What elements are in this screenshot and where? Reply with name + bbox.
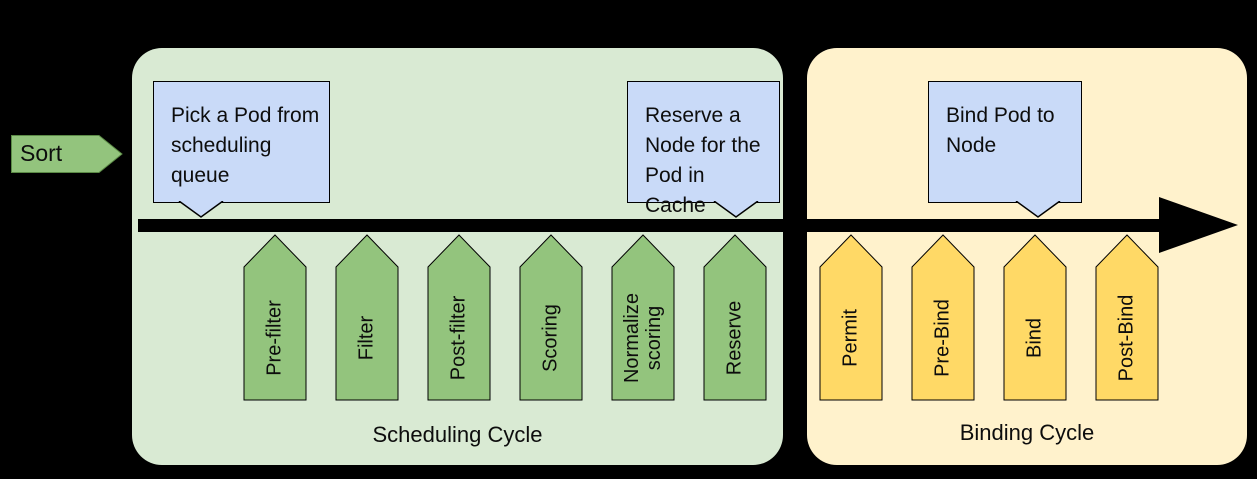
stage-label: Filter xyxy=(355,315,378,361)
stage-label: Post-filter xyxy=(447,295,470,381)
sort-label: Sort xyxy=(20,140,63,166)
stage-arrow-scoring: Scoring xyxy=(519,234,583,401)
stage-label: Bind xyxy=(1023,317,1046,359)
stage-arrow-bind: Bind xyxy=(1003,234,1067,401)
stage-label: Permit xyxy=(839,309,862,367)
stage-label: Reserve xyxy=(723,300,746,376)
callout-text: Pick a Pod from scheduling queue xyxy=(171,104,320,187)
binding-cycle-title: Binding Cycle xyxy=(959,420,1095,445)
callout-tail-icon xyxy=(713,201,759,218)
callout-text: Reserve a Node for the Pod in Cache xyxy=(645,104,761,217)
stage-arrow-permit: Permit xyxy=(819,234,883,401)
callout-text: Bind Pod to Node xyxy=(946,104,1055,157)
callout-pick-pod: Pick a Pod from scheduling queue xyxy=(153,81,330,218)
right-arrow-shape-icon xyxy=(11,135,123,173)
callout-tail-icon xyxy=(178,201,224,218)
stage-arrow-pre-filter: Pre-filter xyxy=(243,234,307,401)
stage-label: Scoring xyxy=(539,304,562,372)
stage-arrow-post-bind: Post-Bind xyxy=(1095,234,1159,401)
stage-label: Post-Bind xyxy=(1115,294,1138,382)
stage-arrow-pre-bind: Pre-Bind xyxy=(911,234,975,401)
callout-bind-pod: Bind Pod to Node xyxy=(928,81,1082,218)
callout-tail-icon xyxy=(1015,201,1061,218)
stage-label: Pre-Bind xyxy=(931,299,954,377)
scheduling-cycle-title: Scheduling Cycle xyxy=(372,422,543,447)
stage-label: Pre-filter xyxy=(263,300,286,376)
timeline-arrowhead-icon xyxy=(1159,197,1238,253)
stage-arrow-normalize-scoring: Normalize scoring xyxy=(611,234,675,401)
stage-arrow-post-filter: Post-filter xyxy=(427,234,491,401)
sort-step-arrow: Sort xyxy=(11,135,123,173)
stage-label: Normalize scoring xyxy=(621,292,665,384)
timeline-arrow-shaft xyxy=(138,219,1160,232)
stage-arrow-reserve: Reserve xyxy=(703,234,767,401)
callout-reserve-node: Reserve a Node for the Pod in Cache xyxy=(627,81,780,218)
stage-arrow-filter: Filter xyxy=(335,234,399,401)
